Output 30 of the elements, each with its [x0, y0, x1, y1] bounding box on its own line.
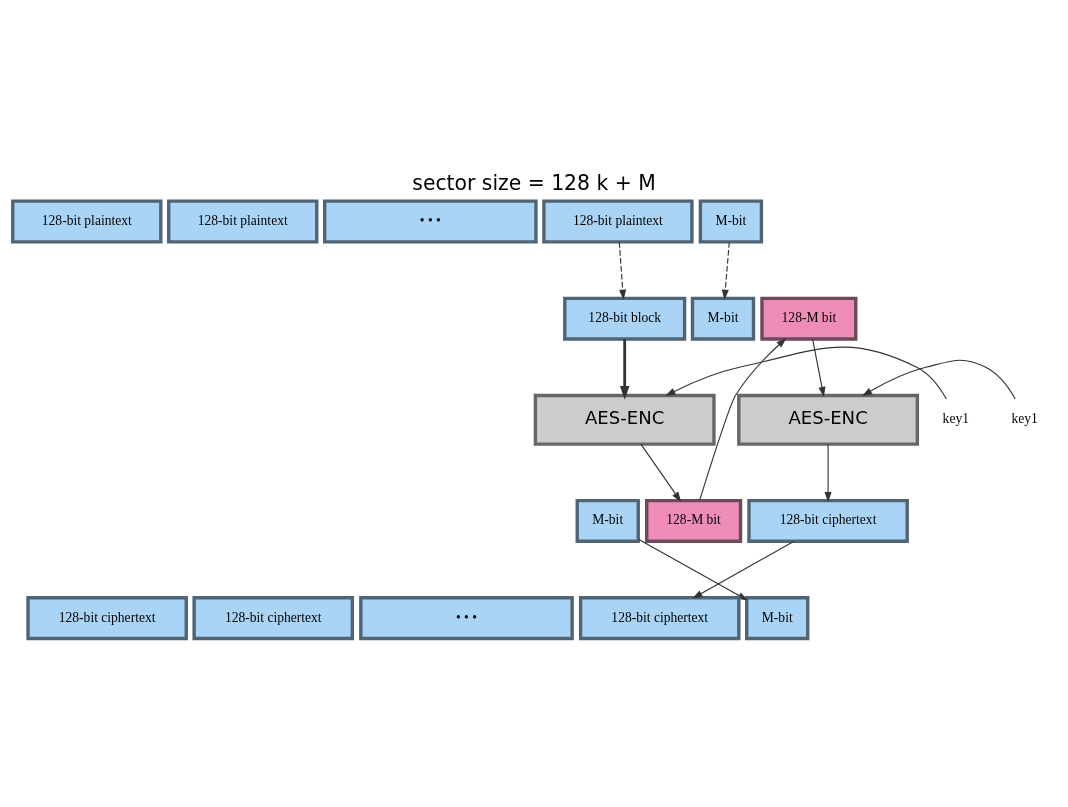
node-box: 128-bit ciphertext — [192, 595, 355, 640]
node-box: 128-M bit — [760, 296, 858, 341]
arrow — [812, 338, 826, 397]
arrow — [640, 443, 682, 502]
node-box: AES-ENC — [533, 393, 716, 446]
arrow — [824, 443, 832, 502]
node-box: 128-bit ciphertext — [578, 595, 741, 640]
arrow — [665, 346, 947, 400]
node-box: 128-M bit — [645, 498, 743, 543]
node-box: M-bit — [690, 296, 756, 341]
arrow — [619, 338, 630, 400]
diagram-title: sector size = 128 k + M — [412, 170, 656, 195]
node-box: • • • — [322, 198, 538, 244]
node-box: 128-bit plaintext — [11, 198, 163, 244]
node-box: M-bit — [698, 198, 764, 244]
node-box: M-bit — [745, 595, 810, 640]
arrow — [618, 241, 627, 300]
node-box: AES-ENC — [737, 393, 920, 446]
node-box: 128-bit plaintext — [167, 198, 319, 244]
node-box: 128-bit plaintext — [542, 198, 694, 244]
node-text: key1 — [942, 410, 969, 426]
node-text: key1 — [1011, 410, 1038, 426]
node-box: M-bit — [575, 498, 640, 543]
node-box: 128-bit ciphertext — [747, 498, 909, 543]
node-box: 128-bit block — [563, 296, 687, 341]
arrow — [862, 359, 1016, 400]
node-box: • • • — [359, 595, 574, 640]
arrow — [721, 241, 730, 300]
node-box: 128-bit ciphertext — [26, 595, 188, 640]
arrow — [699, 337, 787, 501]
